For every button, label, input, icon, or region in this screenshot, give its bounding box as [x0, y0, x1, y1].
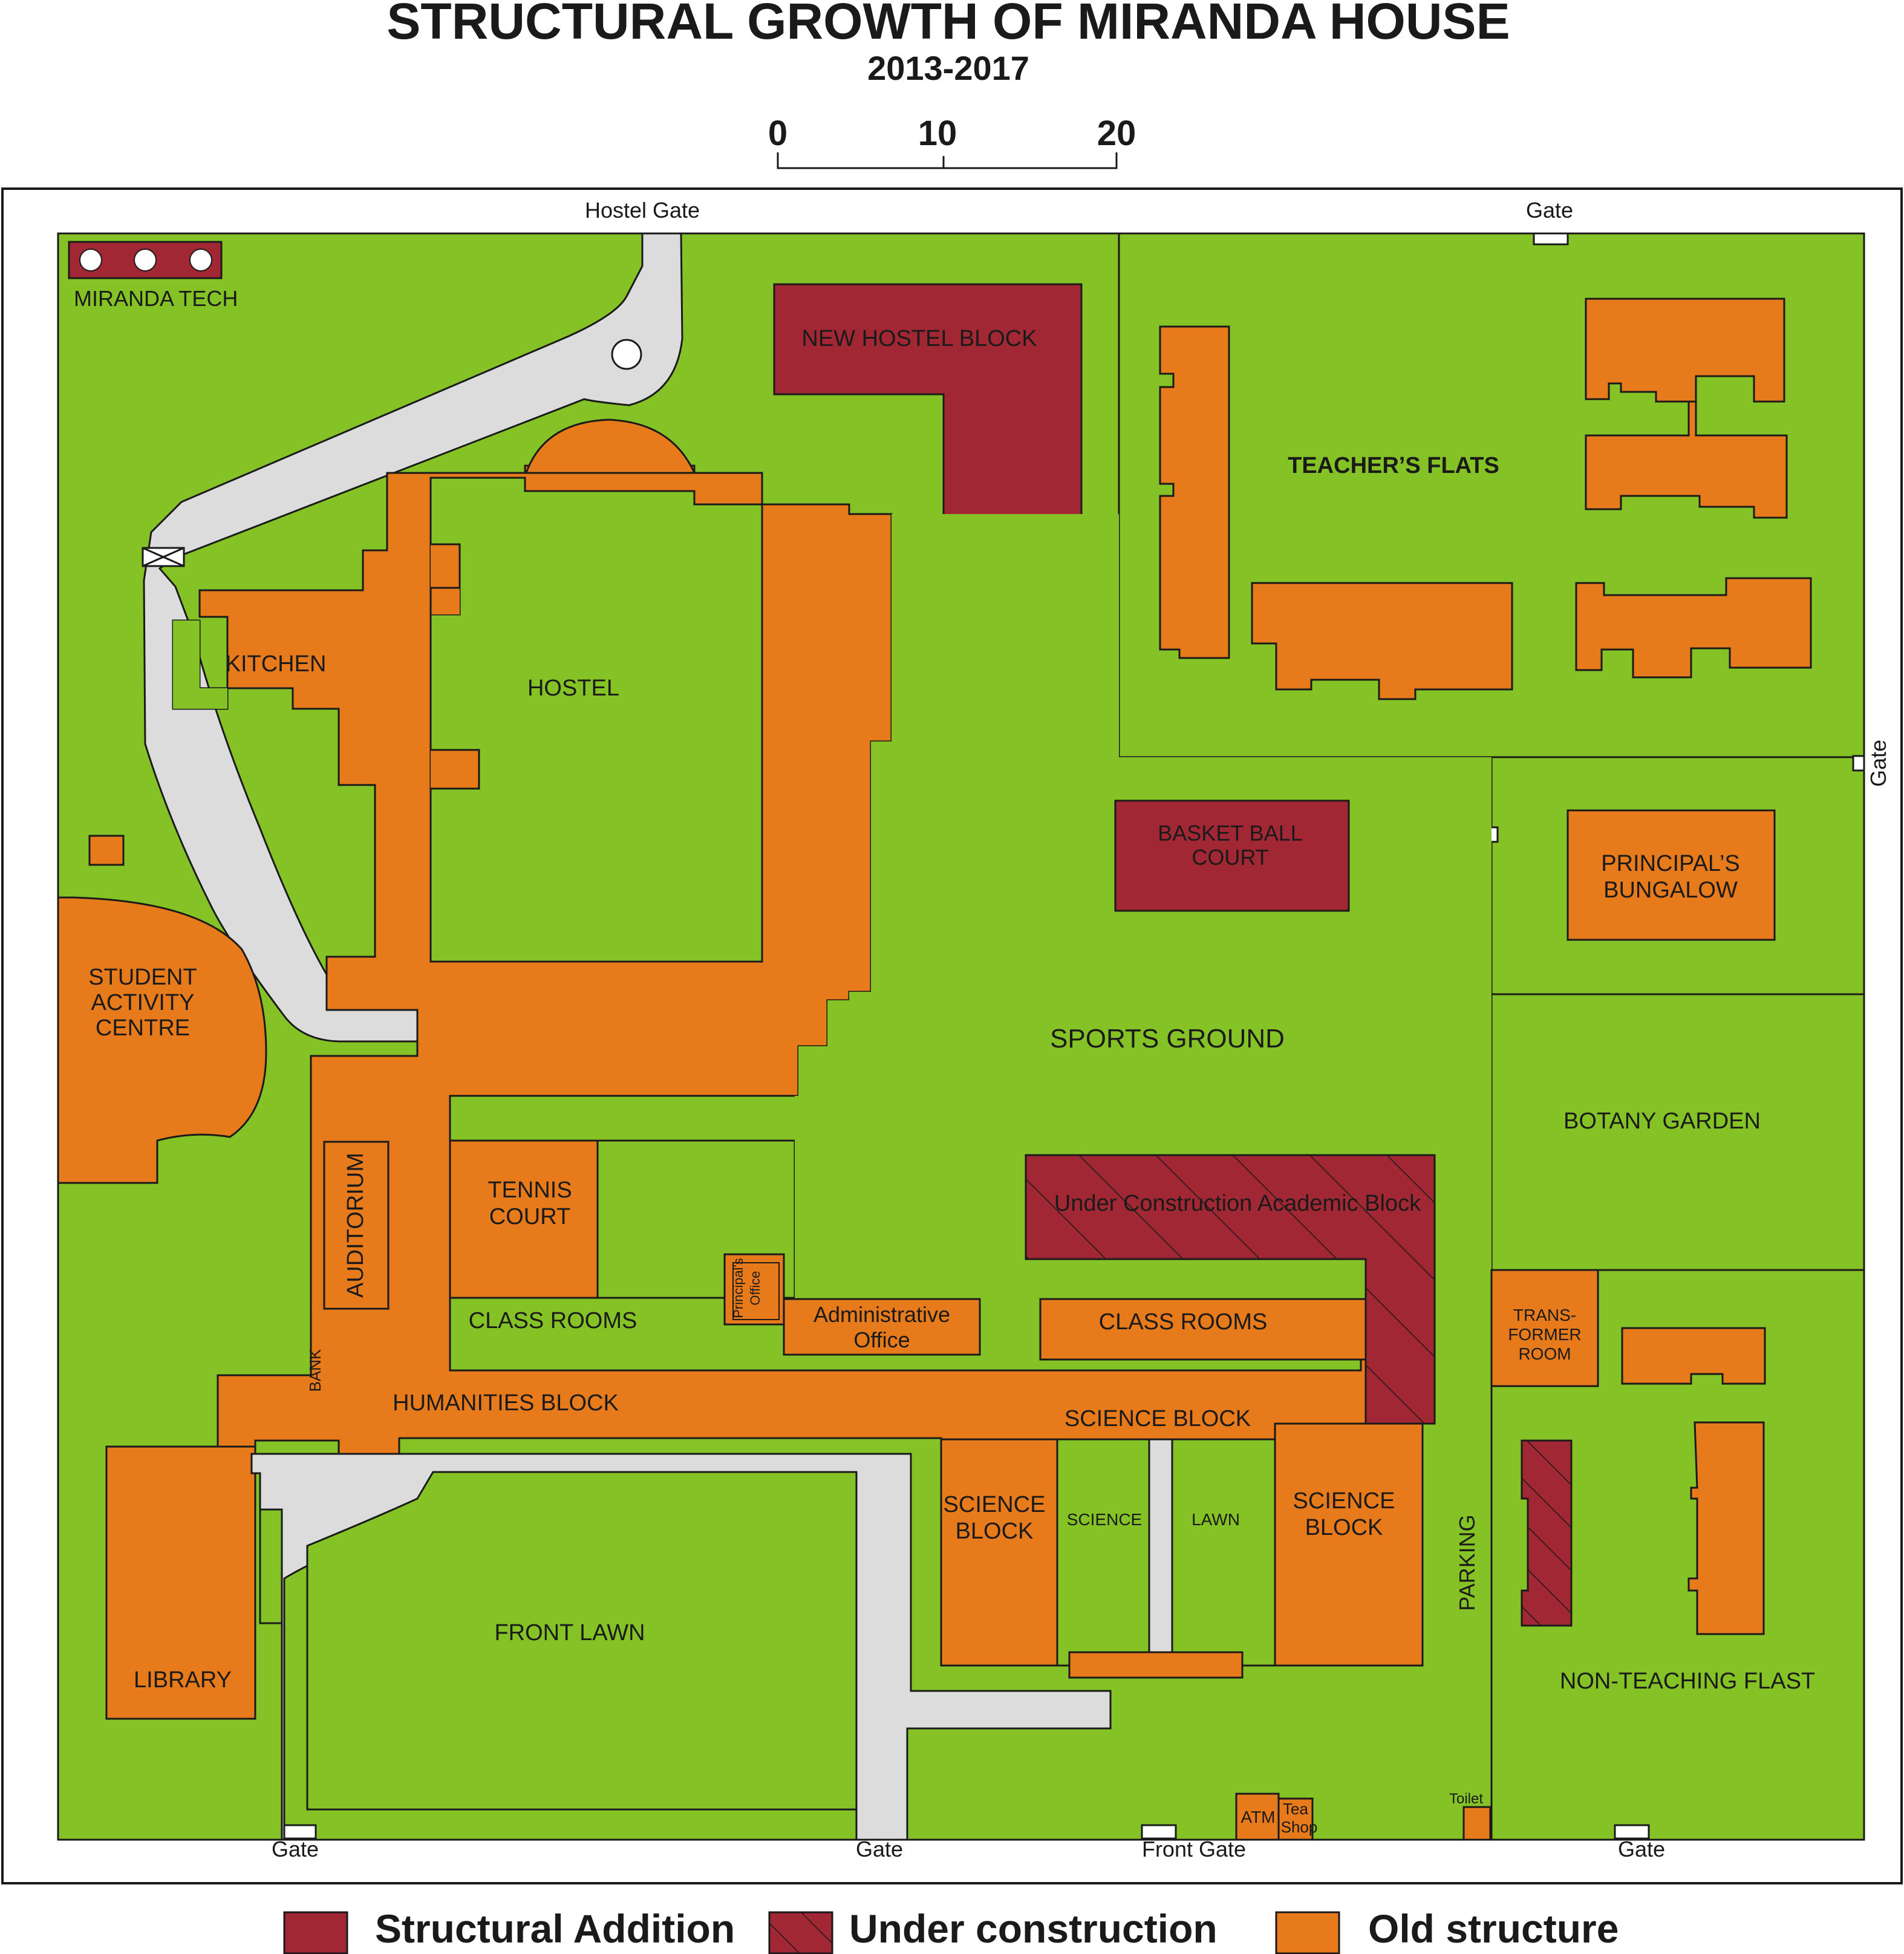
teachers-flats-label: TEACHER’S FLATS: [1288, 453, 1499, 478]
legend: Structural Addition Under construction O…: [283, 1906, 1619, 1954]
non-teaching-flats-label: NON-TEACHING FLAST: [1560, 1669, 1815, 1694]
under-construction-academic-block-label: Under Construction Academic Block: [1054, 1191, 1421, 1216]
administrative-office-label: Office: [853, 1327, 910, 1352]
map-subtitle: 2013-2017: [867, 49, 1029, 87]
scale-tick-label: 20: [1097, 114, 1136, 153]
botany-garden-label: BOTANY GARDEN: [1563, 1109, 1761, 1134]
library-strip: [259, 1508, 283, 1624]
gate-label: Gate: [272, 1837, 319, 1861]
scale-tick-label: 0: [768, 114, 787, 153]
principals-bungalow-label: PRINCIPAL’S: [1601, 851, 1739, 876]
principals-office: [723, 1253, 785, 1326]
science-block-right-label: BLOCK: [1305, 1515, 1383, 1540]
transformer-room: [1490, 1269, 1599, 1387]
parking-label: PARKING: [1455, 1514, 1479, 1610]
transformer-room-label: ROOM: [1518, 1344, 1571, 1363]
tea-shop-label: Shop: [1281, 1818, 1318, 1836]
basketball-court-label: COURT: [1192, 845, 1268, 870]
science-lawn-label: LAWN: [1192, 1510, 1240, 1529]
teachers-flats: [1159, 298, 1812, 700]
toilet-label: Toilet: [1449, 1791, 1483, 1807]
map-title: STRUCTURAL GROWTH OF MIRANDA HOUSE: [386, 0, 1510, 50]
class-rooms-right-label: CLASS ROOMS: [1099, 1309, 1268, 1335]
legend-label: Old structure: [1368, 1906, 1619, 1951]
miranda-tech: [68, 241, 223, 279]
toilet: [1462, 1806, 1492, 1841]
administrative-office-label: Administrative: [813, 1302, 950, 1327]
student-activity-centre-label: ACTIVITY: [91, 990, 194, 1015]
library: [105, 1445, 256, 1720]
library-label: LIBRARY: [134, 1667, 232, 1693]
non-teaching-flats-under-construction: [1521, 1439, 1573, 1627]
class-rooms-left-label: CLASS ROOMS: [469, 1308, 637, 1334]
administrative-office: [783, 1298, 981, 1356]
front-lawn-label: FRONT LAWN: [494, 1620, 645, 1646]
basketball-court-label: BASKET BALL: [1158, 821, 1302, 845]
front-gate-label: Front Gate: [1142, 1837, 1246, 1861]
science-bridge: [1068, 1651, 1244, 1679]
science-block-right-label: SCIENCE: [1293, 1488, 1395, 1514]
auditorium: [323, 1141, 390, 1310]
new-hostel-block-label: NEW HOSTEL BLOCK: [801, 326, 1037, 351]
tea-shop: [1277, 1797, 1314, 1841]
tennis-court-label: COURT: [489, 1204, 570, 1229]
gate-label: Gate: [1526, 198, 1573, 223]
principals-bungalow-label: BUNGALOW: [1603, 878, 1738, 903]
gate-label: Gate: [856, 1837, 903, 1861]
principals-office-label: Office: [748, 1271, 763, 1305]
science-lawn-left: [1056, 1438, 1150, 1667]
tennis-court: [449, 1139, 599, 1299]
student-activity-centre: [57, 896, 267, 1184]
kitchen-label: KITCHEN: [226, 651, 327, 677]
student-activity-centre-label: CENTRE: [96, 1015, 190, 1041]
scale-tick-label: 10: [918, 114, 957, 153]
transformer-room-label: FORMER: [1508, 1325, 1581, 1344]
gate-label: Gate: [1866, 740, 1891, 787]
gate-label: Gate: [1618, 1837, 1665, 1861]
legend-swatch-under-construction: [768, 1911, 833, 1954]
road-crossing: [142, 547, 185, 567]
tea-shop-label: Tea: [1283, 1800, 1308, 1818]
hostel-courtyard: [429, 477, 763, 963]
gate-marker: [1852, 755, 1865, 772]
legend-swatch-structural-addition: [283, 1911, 348, 1954]
non-teaching-flats: [1621, 1327, 1766, 1635]
small-structure: [88, 835, 125, 866]
miranda-tech-label: MIRANDA TECH: [74, 286, 238, 311]
bank-label: BANK: [306, 1349, 324, 1392]
principals-bungalow: [1567, 809, 1776, 941]
scale-bar: 0 10 20: [768, 114, 1136, 169]
front-lawn: [306, 1471, 858, 1811]
science-lawn-path: [1148, 1438, 1173, 1657]
transformer-room-label: TRANS-: [1513, 1306, 1576, 1324]
front-gate-marker: [1141, 1824, 1177, 1840]
science-block-left-label: BLOCK: [956, 1519, 1034, 1544]
science-lawn-label: SCIENCE: [1067, 1510, 1142, 1529]
hostel-dome: [524, 418, 696, 474]
principals-office-label: Principal's: [731, 1258, 746, 1318]
science-block-right: [1274, 1422, 1424, 1667]
science-block-left-label: SCIENCE: [944, 1492, 1046, 1517]
humanities-block-label: HUMANITIES BLOCK: [393, 1390, 619, 1416]
auditorium-label: AUDITORIUM: [343, 1153, 368, 1298]
atm-label: ATM: [1241, 1808, 1275, 1826]
legend-swatch-old-structure: [1275, 1911, 1340, 1954]
gate-marker: [1533, 232, 1569, 246]
basketball-court: [1114, 800, 1350, 912]
hostel-label: HOSTEL: [527, 676, 619, 701]
roundabout: [611, 339, 642, 370]
tennis-court-label: TENNIS: [487, 1177, 572, 1203]
science-lawn-right: [1171, 1438, 1276, 1667]
sports-ground-label: SPORTS GROUND: [1050, 1024, 1285, 1054]
science-block-label: SCIENCE BLOCK: [1064, 1406, 1251, 1431]
gate-marker: [1614, 1824, 1650, 1840]
science-block-left: [940, 1438, 1058, 1667]
legend-label: Under construction: [849, 1906, 1218, 1951]
legend-label: Structural Addition: [375, 1906, 735, 1951]
hostel-gate-label: Hostel Gate: [585, 198, 700, 223]
student-activity-centre-label: STUDENT: [88, 965, 197, 990]
